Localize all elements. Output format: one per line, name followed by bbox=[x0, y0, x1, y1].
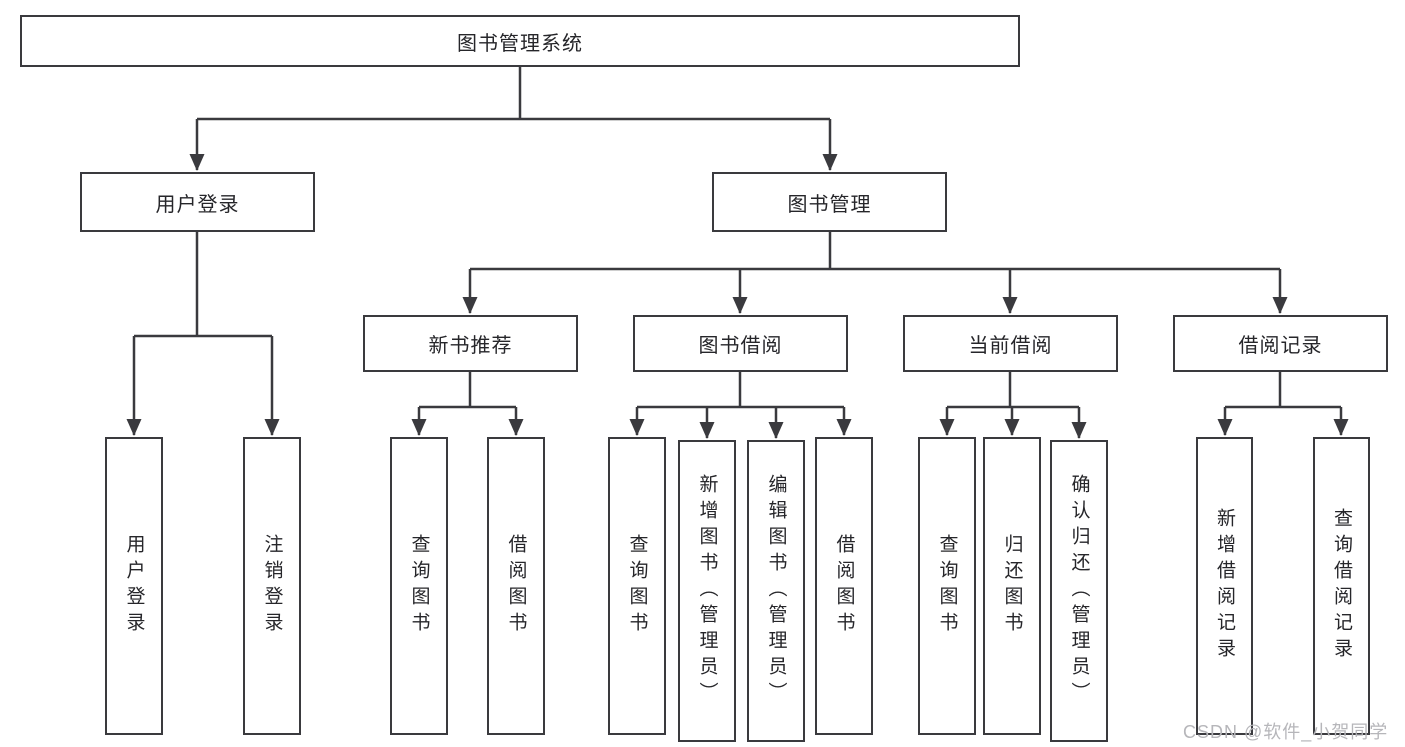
leaf-borrow-query-books: 查询图书 bbox=[608, 437, 666, 735]
csdn-watermark: CSDN @软件_小贺同学 bbox=[1183, 722, 1389, 742]
node-borrow-records: 借阅记录 bbox=[1173, 315, 1388, 372]
node-book-borrow: 图书借阅 bbox=[633, 315, 848, 372]
leaf-borrow-borrow-books: 借阅图书 bbox=[815, 437, 873, 735]
node-current-borrow: 当前借阅 bbox=[903, 315, 1118, 372]
leaf-user-login: 用户登录 bbox=[105, 437, 163, 735]
node-library-management-system: 图书管理系统 bbox=[20, 15, 1020, 67]
node-new-book-recommend: 新书推荐 bbox=[363, 315, 578, 372]
leaf-records-query-record: 查询借阅记录 bbox=[1313, 437, 1370, 735]
leaf-borrow-add-books-admin: 新增图书（管理员） bbox=[678, 440, 736, 742]
leaf-current-query-books: 查询图书 bbox=[918, 437, 976, 735]
leaf-records-add-record: 新增借阅记录 bbox=[1196, 437, 1253, 735]
leaf-recommend-borrow-books: 借阅图书 bbox=[487, 437, 545, 735]
leaf-logout-login: 注销登录 bbox=[243, 437, 301, 735]
leaf-current-confirm-return-admin: 确认归还（管理员） bbox=[1050, 440, 1108, 742]
node-book-management: 图书管理 bbox=[712, 172, 947, 232]
leaf-current-return-books: 归还图书 bbox=[983, 437, 1041, 735]
leaf-borrow-edit-books-admin: 编辑图书（管理员） bbox=[747, 440, 805, 742]
node-user-login: 用户登录 bbox=[80, 172, 315, 232]
leaf-recommend-query-books: 查询图书 bbox=[390, 437, 448, 735]
